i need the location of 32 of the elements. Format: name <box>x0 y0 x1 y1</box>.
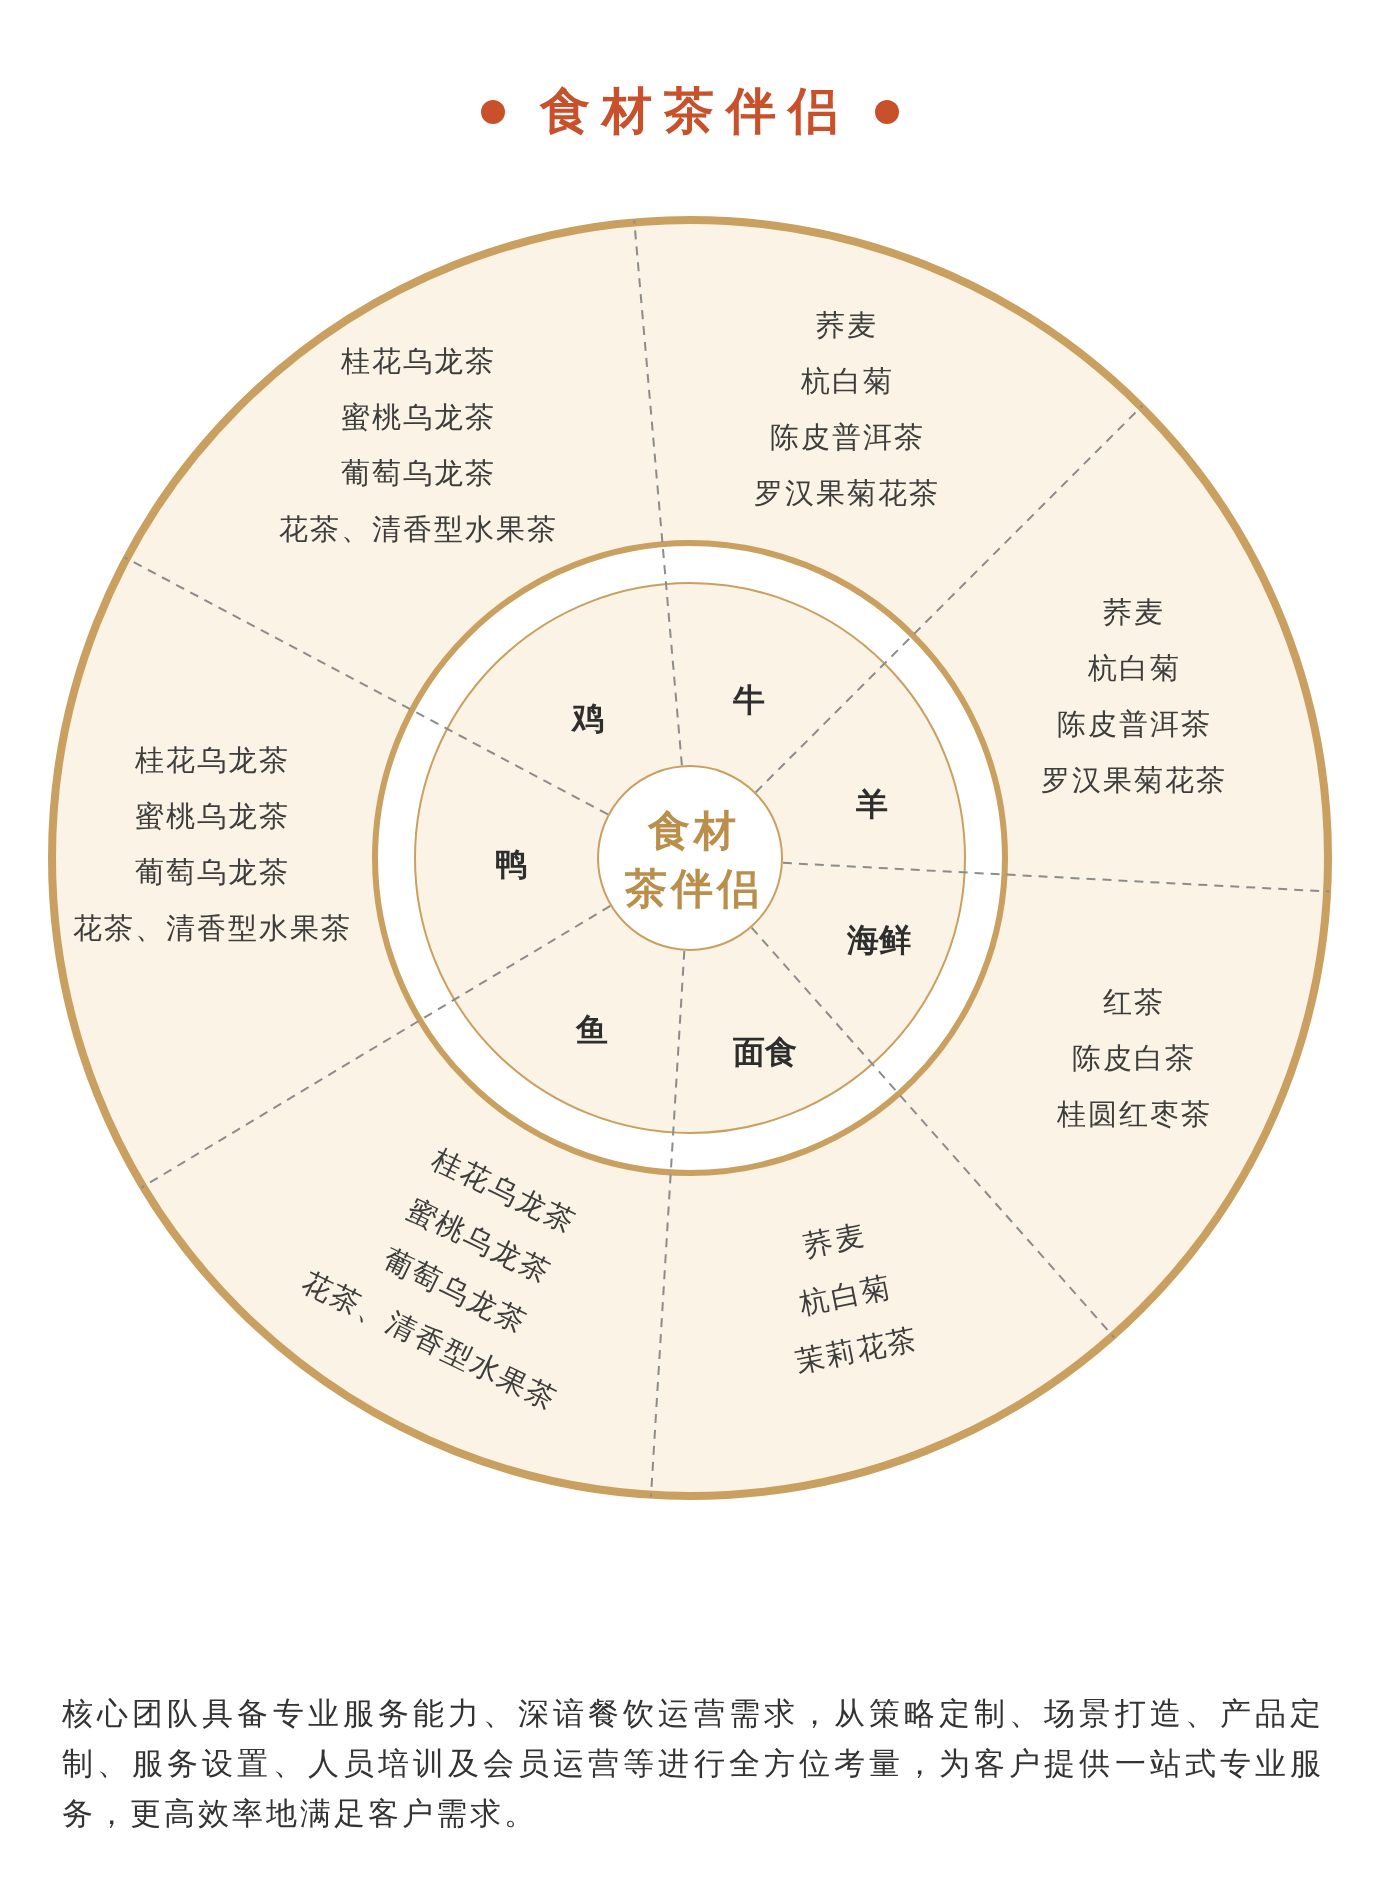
ingredient-label: 鱼 <box>576 1011 608 1049</box>
ingredient-label: 鸭 <box>495 845 527 883</box>
tea-name: 陈皮普洱茶 <box>1055 708 1212 742</box>
tea-name: 花茶、清香型水果茶 <box>277 513 558 547</box>
diagram-title: 食材茶伴侣 <box>538 83 850 141</box>
tea-name: 花茶、清香型水果茶 <box>71 912 352 946</box>
caption-text: 核心团队具备专业服务能力、深谙餐饮运营需求，从策略定制、场景打造、产品定制、服务设置、人员培训及会员运营等进行全方位考量，为客户提供一站式专业服务，更高效率地满足客户需求。 <box>62 1694 1324 1833</box>
tea-name: 桂花乌龙茶 <box>133 744 290 778</box>
tea-name: 红茶 <box>1102 986 1165 1020</box>
tea-name: 蜜桃乌龙茶 <box>133 800 290 834</box>
ingredient-label: 牛 <box>733 681 765 719</box>
tea-name: 荞麦 <box>1102 596 1165 630</box>
tea-name: 罗汉果菊花茶 <box>753 477 940 511</box>
center-title: 食材茶伴侣 <box>624 805 763 915</box>
tea-name: 葡萄乌龙茶 <box>133 856 290 890</box>
ingredient-label: 海鲜 <box>847 921 911 959</box>
ingredient-label: 面食 <box>733 1033 797 1071</box>
tea-name: 杭白菊 <box>1086 652 1181 686</box>
tea-name: 茉莉花茶 <box>791 1322 922 1380</box>
tea-name: 罗汉果菊花茶 <box>1040 764 1227 798</box>
tea-name: 桂花乌龙茶 <box>339 345 496 379</box>
tea-name: 荞麦 <box>815 309 878 343</box>
tea-name: 桂圆红枣茶 <box>1055 1098 1212 1132</box>
ingredient-label: 羊 <box>856 785 888 823</box>
tea-name: 杭白菊 <box>799 365 894 399</box>
tea-name: 葡萄乌龙茶 <box>339 457 496 491</box>
tea-name: 陈皮白茶 <box>1071 1042 1196 1076</box>
ingredient-label: 鸡 <box>572 699 604 737</box>
tea-name: 荞麦 <box>799 1218 869 1264</box>
tea-name: 陈皮普洱茶 <box>768 421 925 455</box>
tea-name: 杭白菊 <box>795 1270 895 1322</box>
tea-name: 蜜桃乌龙茶 <box>339 401 496 435</box>
